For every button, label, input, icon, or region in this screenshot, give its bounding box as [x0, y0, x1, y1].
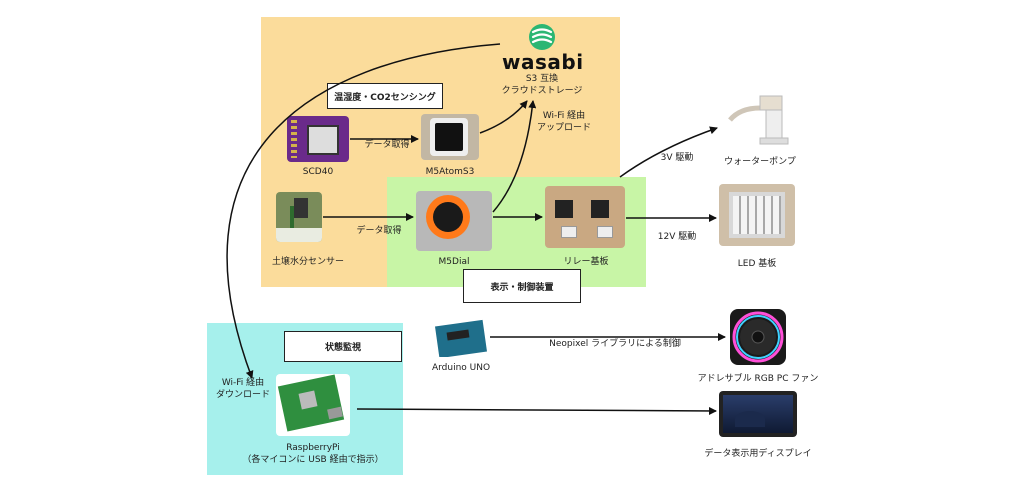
- display-image: [719, 391, 797, 437]
- soil-to-dial-label: データ取得: [356, 226, 402, 236]
- m5dial-label: M5Dial: [438, 257, 470, 267]
- led-label: LED 基板: [737, 259, 777, 269]
- monitor-group-label: 状態監視: [284, 331, 402, 362]
- relay-label: リレー基板: [563, 257, 609, 267]
- wifi-upload-label-2: アップロード: [536, 123, 591, 133]
- wasabi-wordmark: wasabi: [502, 50, 584, 74]
- display-label: データ表示用ディスプレイ: [704, 449, 812, 459]
- soil-sensor-label: 土壌水分センサー: [271, 257, 344, 267]
- arrow-relay-to-pump: [619, 126, 718, 178]
- arduino-image: [433, 317, 489, 357]
- relay-image: [545, 186, 625, 248]
- wifi-download-label-1: Wi-Fi 経由: [221, 378, 265, 388]
- rpi-image: [276, 374, 350, 436]
- cloud-caption-1: S3 互換: [525, 74, 559, 84]
- wasabi-logo: wasabi: [502, 22, 584, 74]
- cloud-caption-2: クラウドストレージ: [501, 86, 583, 96]
- soil-sensor-image: [276, 192, 322, 242]
- arrow-dial-to-cloud: [492, 100, 537, 213]
- pump-drive-label: 3V 駆動: [660, 153, 694, 163]
- fan-image: [728, 306, 788, 368]
- arrow-atom-to-cloud: [479, 100, 528, 134]
- control-group-label: 表示・制御装置: [463, 269, 581, 303]
- arrow-cloud-to-rpi: [226, 43, 501, 379]
- scd40-label: SCD40: [302, 167, 334, 177]
- scd40-image: [287, 116, 349, 162]
- wifi-download-label-2: ダウンロード: [215, 390, 270, 400]
- wifi-upload-label-1: Wi-Fi 経由: [542, 111, 586, 121]
- m5atoms3-label: M5AtomS3: [425, 167, 475, 177]
- m5dial-image: [416, 191, 492, 251]
- rpi-label-1: RaspberryPi: [286, 443, 340, 453]
- sensing-group-label: 温湿度・CO2センシング: [327, 83, 443, 109]
- m5atoms3-image: [421, 114, 479, 160]
- arduino-label: Arduino UNO: [431, 363, 491, 373]
- rpi-label-2: （各マイコンに USB 経由で指示）: [242, 455, 384, 465]
- neopixel-label: Neopixel ライブラリによる制御: [549, 339, 681, 349]
- scd-to-atom-label: データ取得: [364, 140, 410, 150]
- fan-label: アドレサブル RGB PC ファン: [697, 374, 819, 384]
- led-image: [719, 184, 795, 246]
- pump-image: [720, 90, 800, 148]
- led-drive-label: 12V 駆動: [657, 232, 697, 242]
- pump-label: ウォーターポンプ: [724, 157, 796, 167]
- arrow-rpi-to-display: [356, 406, 717, 415]
- wasabi-leaf-icon: [529, 24, 555, 50]
